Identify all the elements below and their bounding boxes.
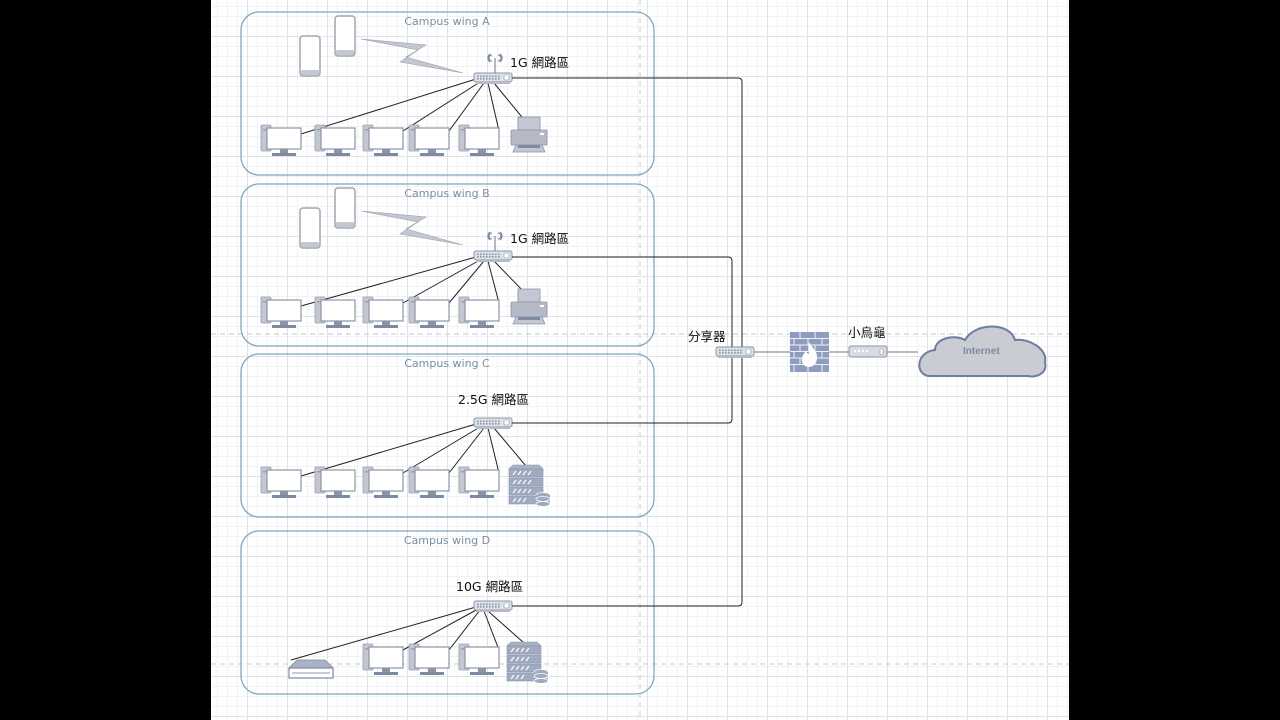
workstation-icon[interactable]: [408, 643, 450, 676]
internet-label: Internet: [963, 346, 1000, 357]
modem-icon[interactable]: [848, 345, 888, 358]
lan-links: [300, 423, 527, 477]
workstation-icon[interactable]: [458, 643, 500, 676]
wireless-link-icon: [360, 38, 464, 74]
wing-container: [240, 353, 655, 518]
nas-icon[interactable]: [288, 659, 334, 679]
wireless-link-icon: [360, 210, 464, 246]
workstation-icon[interactable]: [362, 466, 404, 499]
workstation-icon[interactable]: [314, 466, 356, 499]
workstation-icon[interactable]: [260, 296, 302, 329]
internet-cloud[interactable]: Internet: [918, 325, 1047, 378]
workstation-icon[interactable]: [408, 296, 450, 329]
workstation-icon[interactable]: [408, 466, 450, 499]
wing-b[interactable]: Campus wing B 1G 網路區: [240, 183, 655, 347]
wifi-antenna-icon: [487, 53, 503, 73]
storage-server-icon[interactable]: [508, 464, 551, 508]
workstation-icon[interactable]: [260, 466, 302, 499]
workstation-icon[interactable]: [314, 124, 356, 157]
workstation-icon[interactable]: [458, 466, 500, 499]
workstation-icon[interactable]: [362, 296, 404, 329]
wing-title: Campus wing A: [404, 15, 490, 28]
workstation-icon[interactable]: [260, 124, 302, 157]
printer-icon[interactable]: [510, 288, 548, 325]
wing-title: Campus wing C: [404, 357, 490, 370]
smartphone-icon[interactable]: [299, 207, 321, 249]
lan-links: [290, 606, 525, 661]
guide-lines: [211, 0, 1069, 720]
workstation-icon[interactable]: [458, 296, 500, 329]
workstation-icon[interactable]: [458, 124, 500, 157]
smartphone-icon[interactable]: [299, 35, 321, 77]
wing-container: [240, 11, 655, 176]
zone-label: 2.5G 網路區: [458, 392, 529, 407]
workstation-icon[interactable]: [408, 124, 450, 157]
wing-title: Campus wing B: [404, 187, 489, 200]
workstation-icon[interactable]: [314, 296, 356, 329]
storage-server-icon[interactable]: [506, 641, 549, 685]
wing-d[interactable]: Campus wing D 10G 網路區: [240, 530, 655, 695]
switch-icon[interactable]: [473, 72, 513, 85]
zone-label: 1G 網路區: [510, 231, 569, 246]
workstation-icon[interactable]: [362, 124, 404, 157]
lan-links: [300, 256, 527, 307]
wifi-antenna-icon: [487, 231, 503, 251]
printer-icon[interactable]: [510, 116, 548, 153]
backbone-links: [512, 77, 918, 607]
wing-title: Campus wing D: [404, 534, 490, 547]
zone-label: 10G 網路區: [456, 579, 523, 594]
switch-icon[interactable]: [473, 417, 513, 430]
hub-label: 分享器: [688, 329, 726, 344]
wing-container: [240, 530, 655, 695]
smartphone-icon[interactable]: [334, 187, 356, 229]
wing-container: [240, 183, 655, 347]
zone-label: 1G 網路區: [510, 55, 569, 70]
wing-c[interactable]: Campus wing C 2.5G 網路區: [240, 353, 655, 518]
lan-links: [300, 78, 527, 135]
switch-icon[interactable]: [473, 600, 513, 613]
firewall-icon[interactable]: [790, 332, 829, 372]
switch-icon[interactable]: [473, 250, 513, 263]
workstation-icon[interactable]: [362, 643, 404, 676]
modem-label: 小烏龜: [848, 325, 886, 340]
wing-a[interactable]: Campus wing A 1G 網路區: [240, 11, 655, 176]
smartphone-icon[interactable]: [334, 15, 356, 57]
hub-switch[interactable]: [715, 346, 755, 359]
